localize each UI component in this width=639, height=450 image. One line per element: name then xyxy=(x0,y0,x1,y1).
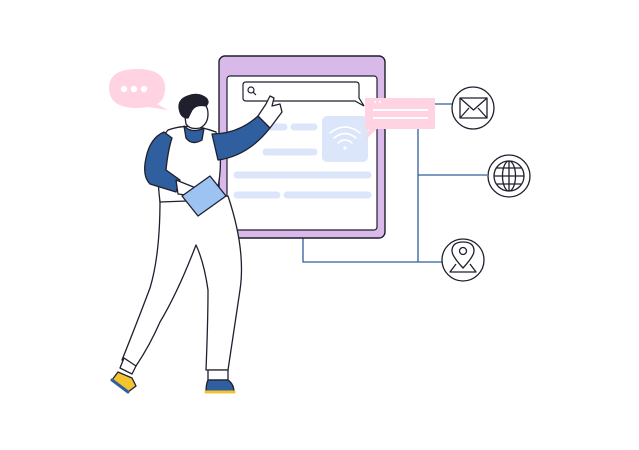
node-ring xyxy=(451,86,495,130)
ellipsis-icon xyxy=(120,85,148,93)
network-node-mail xyxy=(451,86,495,130)
right-hand xyxy=(257,95,283,129)
wifi-icon xyxy=(329,126,361,150)
message-card-icon xyxy=(365,98,435,140)
skeleton-content xyxy=(233,123,372,199)
location-pin-icon xyxy=(449,241,477,273)
message-card-dot xyxy=(379,101,381,103)
network-node-location xyxy=(441,238,485,282)
left-arm-sleeve xyxy=(144,131,181,193)
trousers xyxy=(121,195,243,371)
person-figure xyxy=(110,93,283,394)
tablet-icon xyxy=(181,175,227,217)
right-shoe xyxy=(204,369,236,394)
speech-bubble xyxy=(109,69,168,110)
speech-bubble-shape xyxy=(109,69,168,110)
node-ring xyxy=(441,238,485,282)
wifi-tile-bg xyxy=(322,116,368,162)
globe-icon xyxy=(493,160,525,192)
collar xyxy=(183,125,205,144)
wifi-tile xyxy=(322,116,368,162)
connector-screen-to-location xyxy=(302,238,443,263)
left-shoe xyxy=(110,357,137,394)
envelope-icon xyxy=(459,97,488,119)
search-icon xyxy=(247,86,257,96)
hair xyxy=(178,93,209,119)
message-card-dot xyxy=(374,101,376,103)
network-node-web xyxy=(487,154,531,198)
